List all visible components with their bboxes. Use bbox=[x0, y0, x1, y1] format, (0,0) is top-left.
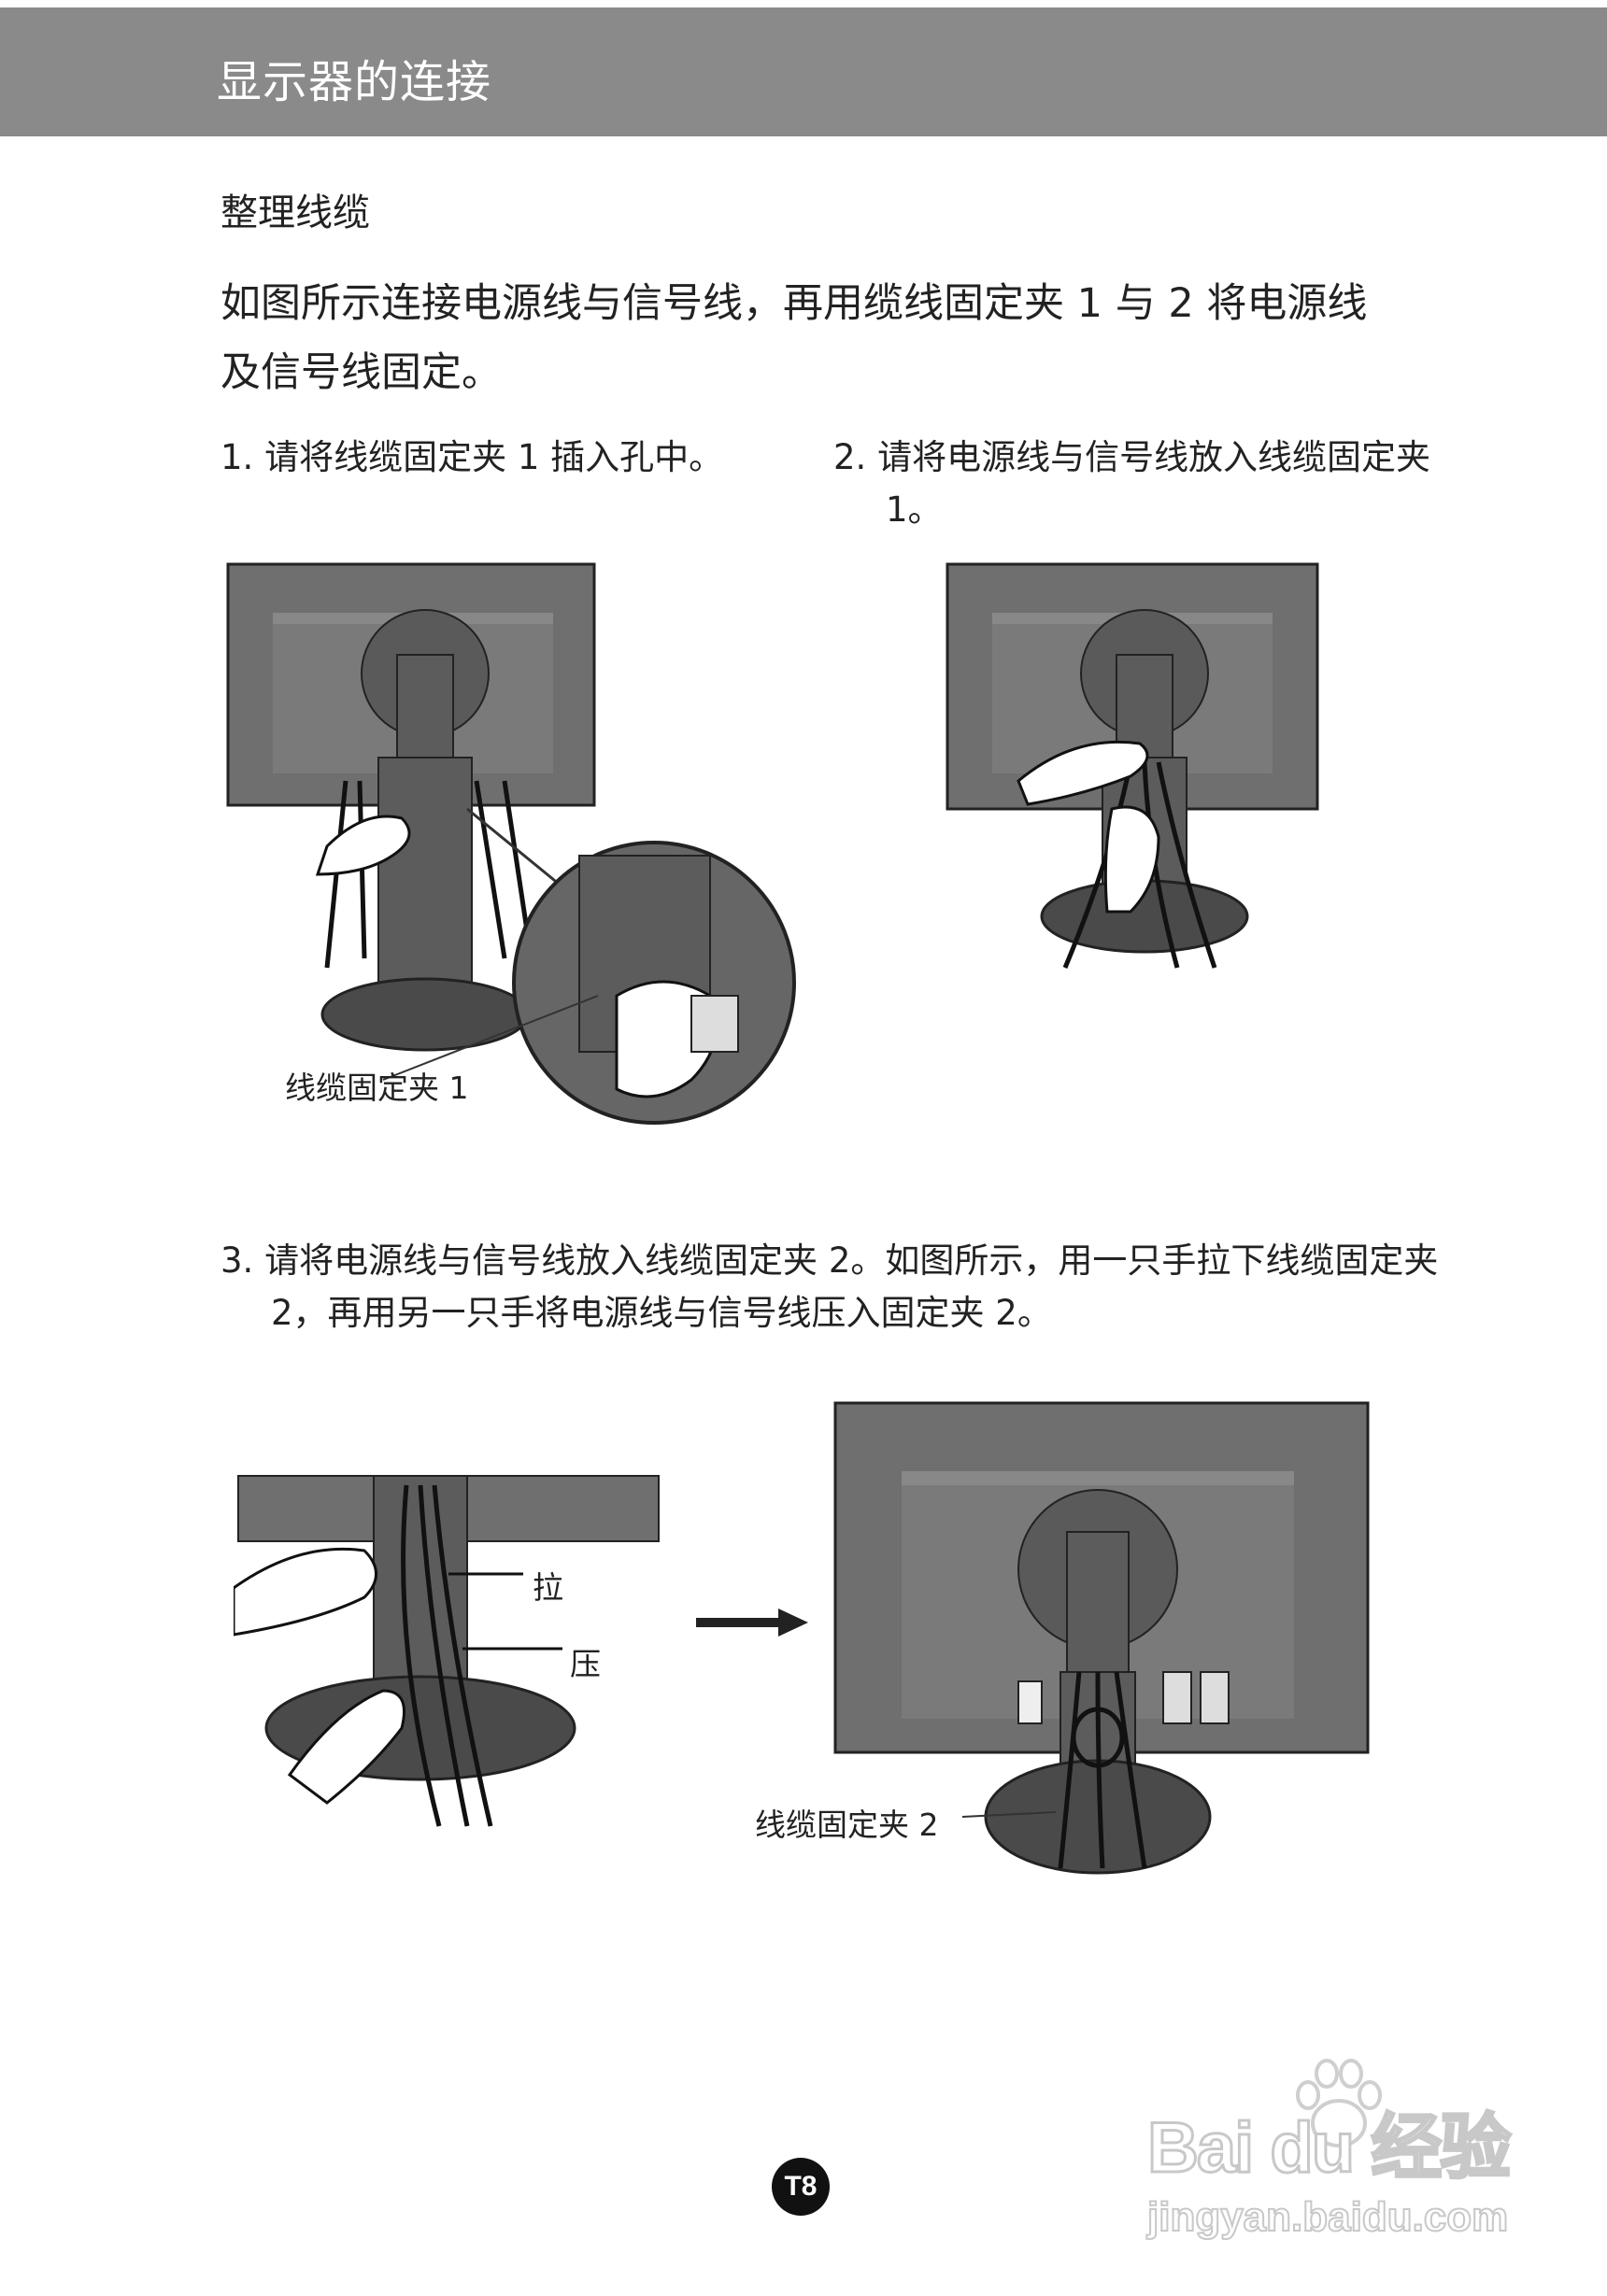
arrow-right-icon bbox=[696, 1609, 808, 1637]
figure-step-1 bbox=[226, 562, 796, 1125]
callout-clip-1: 线缆固定夹 1 bbox=[285, 1070, 469, 1106]
step-1-text: 1. 请将线缆固定夹 1 插入孔中。 bbox=[220, 437, 724, 477]
header-bar bbox=[0, 7, 1607, 136]
watermark-url: jingyan.baidu.com bbox=[1146, 2194, 1509, 2240]
baidu-paw-icon bbox=[1296, 2059, 1382, 2147]
callout-pull: 拉 bbox=[533, 1569, 563, 1606]
step-2-text: 2. 请将电源线与信号线放入线缆固定夹 1。 bbox=[833, 437, 1431, 530]
section-title: 整理线缆 bbox=[220, 191, 370, 234]
page-header-title: 显示器的连接 bbox=[217, 56, 492, 108]
figure-step-3-pull bbox=[234, 1475, 660, 1827]
callout-press: 压 bbox=[570, 1646, 601, 1682]
callout-clip-2: 线缆固定夹 2 bbox=[755, 1807, 939, 1843]
figure-step-2 bbox=[946, 562, 1319, 969]
figure-step-3-result bbox=[833, 1401, 1370, 1875]
step-3-text: 3. 请将电源线与信号线放入线缆固定夹 2。如图所示，用一只手拉下线缆固定夹 2… bbox=[220, 1240, 1439, 1333]
page-number-badge: T8 bbox=[772, 2158, 830, 2216]
watermark-logo: Bai du 经验 bbox=[1145, 2108, 1512, 2188]
intro-paragraph: 如图所示连接电源线与信号线，再用缆线固定夹 1 与 2 将电源线及信号线固定。 bbox=[220, 280, 1368, 396]
